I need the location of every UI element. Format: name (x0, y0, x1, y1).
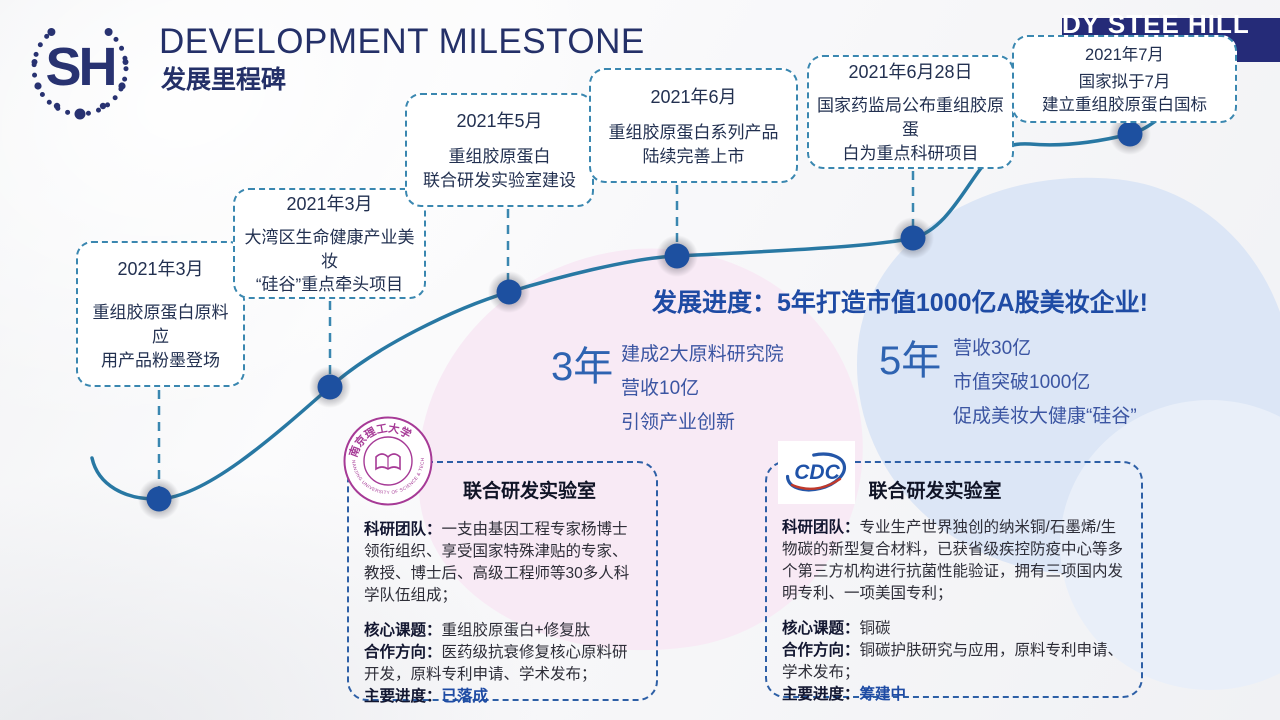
plan-item: 建成2大原料研究院 (621, 344, 784, 365)
status-label: 主要进度： (782, 686, 860, 703)
milestone-text: 重组胶原蛋白系列产品 陆续完善上市 (608, 122, 779, 166)
milestone-date: 2021年6月28日 (848, 62, 973, 83)
milestone-box-1: 2021年3月 重组胶原蛋白原料应 用产品粉墨登场 (76, 241, 245, 387)
direction-label: 合作方向： (782, 642, 860, 659)
plan-item: 市值突破1000亿 (953, 372, 1091, 393)
lab-details: 核心课题：铜碳 合作方向：铜碳护肤研究与应用，原料专利申请、学术发布； 主要进度… (782, 618, 1126, 706)
plan-period-5yr: 5年 (879, 339, 942, 383)
milestone-text: 重组胶原蛋白原料应 用产品粉墨登场 (92, 303, 229, 370)
milestone-box-5: 2021年6月28日 国家药监局公布重组胶原蛋 白为重点科研项目 (807, 55, 1014, 169)
milestone-text: 重组胶原蛋白 联合研发实验室建设 (423, 147, 576, 190)
lab-title: 联合研发实验室 (868, 481, 1002, 502)
milestone-box-2: 2021年3月 大湾区生命健康产业美妆 “硅谷”重点牵头项目 (233, 188, 426, 299)
milestone-text: 大湾区生命健康产业美妆 “硅谷”重点牵头项目 (244, 227, 415, 295)
milestone-text: 国家药监局公布重组胶原蛋 白为重点科研项目 (817, 96, 1004, 163)
lab-title: 联合研发实验室 (462, 481, 596, 502)
plan-item: 营收10亿 (621, 378, 700, 399)
company-logo: SH (31, 28, 129, 120)
direction-text: 铜碳护肤研究与应用，原料专利申请、学术发布； (782, 642, 1124, 681)
milestone-box-6: 2021年7月 国家拟于7月 建立重组胶原蛋白国标 (1012, 35, 1237, 123)
direction-label: 合作方向： (364, 644, 442, 661)
njust-logo: 南京理工大学 NANJING UNIVERSITY OF SCIENCE & T… (343, 416, 433, 506)
plan-period-3yr: 3年 (551, 345, 614, 389)
milestone-date: 2021年5月 (456, 111, 543, 132)
lab-team: 科研团队：专业生产世界独创的纳米铜/石墨烯/生物碳的新型复合材料，已获省级疾控防… (782, 517, 1126, 605)
status-value: 已落成 (441, 688, 489, 705)
lab-details: 核心课题：重组胶原蛋白+修复肽 合作方向：医药级抗衰修复核心原料研开发，原料专利… (364, 620, 641, 708)
page-title: DEVELOPMENT MILESTONE (159, 22, 645, 61)
plan-items-3yr: 建成2大原料研究院 营收10亿 引领产业创新 (621, 338, 784, 440)
lab-body: 科研团队：专业生产世界独创的纳米铜/石墨烯/生物碳的新型复合材料，已获省级疾控防… (782, 517, 1126, 706)
plan-items-5yr: 营收30亿 市值突破1000亿 促成美妆大健康“硅谷” (953, 332, 1137, 434)
topic-text: 铜碳 (859, 620, 891, 637)
milestone-text: 国家拟于7月 建立重组胶原蛋白国标 (1042, 72, 1207, 114)
lab-card-cdc: 联合研发实验室 科研团队：专业生产世界独创的纳米铜/石墨烯/生物碳的新型复合材料… (765, 461, 1143, 703)
topic-label: 核心课题： (782, 620, 860, 637)
team-text: 专业生产世界独创的纳米铜/石墨烯/生物碳的新型复合材料，已获省级疾控防疫中心等多… (782, 519, 1124, 602)
lab-body: 科研团队：一支由基因工程专家杨博士领衔组织、享受国家特殊津贴的专家、教授、博士后… (364, 519, 641, 708)
team-label: 科研团队： (782, 519, 860, 536)
status-value: 筹建中 (859, 686, 907, 703)
topic-text: 重组胶原蛋白+修复肽 (441, 622, 591, 639)
milestone-date: 2021年3月 (117, 259, 204, 280)
milestone-date: 2021年6月 (650, 86, 737, 107)
lab-team: 科研团队：一支由基因工程专家杨博士领衔组织、享受国家特殊津贴的专家、教授、博士后… (364, 519, 641, 607)
logo-monogram: SH (45, 37, 114, 97)
milestone-box-4: 2021年6月 重组胶原蛋白系列产品 陆续完善上市 (589, 68, 798, 183)
page-subtitle: 发展里程碑 (161, 66, 287, 94)
milestone-box-3: 2021年5月 重组胶原蛋白 联合研发实验室建设 (405, 93, 594, 207)
milestone-date: 2021年3月 (286, 193, 373, 214)
progress-headline: 发展进度：5年打造市值1000亿A股美妆企业! (652, 289, 1148, 317)
direction-text: 医药级抗衰修复核心原料研开发，原料专利申请、学术发布； (364, 644, 628, 683)
plan-item: 营收30亿 (953, 338, 1032, 359)
topic-label: 核心课题： (364, 622, 442, 639)
status-label: 主要进度： (364, 688, 442, 705)
plan-item: 促成美妆大健康“硅谷” (953, 406, 1137, 427)
cdc-letters: CDC (794, 461, 840, 484)
cdc-logo: CDC (778, 441, 855, 504)
milestone-date: 2021年7月 (1085, 45, 1164, 64)
plan-item: 引领产业创新 (621, 412, 736, 433)
team-label: 科研团队： (364, 521, 442, 538)
cdc-red-swoosh (790, 477, 842, 491)
